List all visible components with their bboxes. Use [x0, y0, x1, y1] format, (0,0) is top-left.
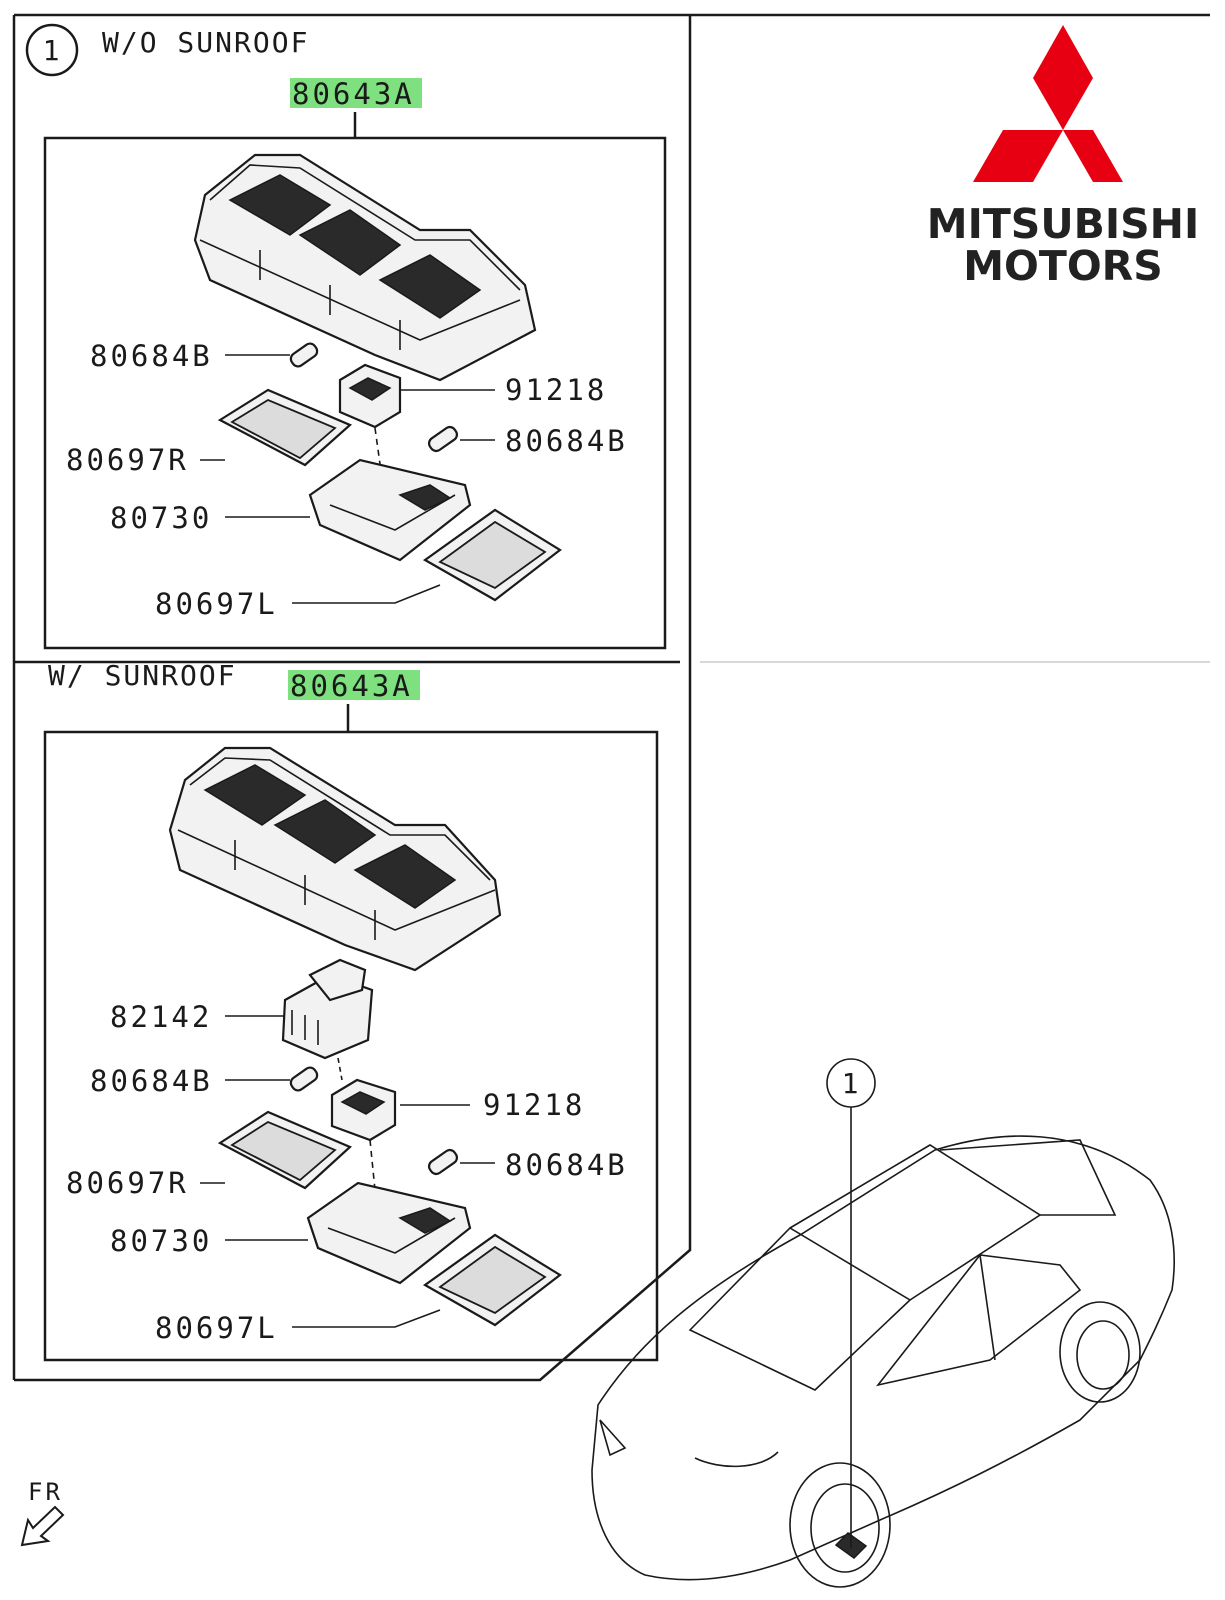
switch-drawing — [338, 363, 402, 501]
brand-line-1: MITSUBISHI — [927, 200, 1199, 248]
location-marker: 1 — [826, 1058, 876, 1108]
section-with-sunroof: W/ SUNROOF 80643A — [43, 659, 659, 1362]
assembly-highlight — [288, 670, 420, 700]
label-housing: 80730 — [110, 1224, 212, 1258]
direction-label: FR — [28, 1478, 63, 1506]
assembly-part-label: 80643A — [290, 669, 413, 703]
label-bulb-left: 80684B — [90, 1064, 213, 1098]
switch-drawing — [330, 1078, 397, 1221]
assembly-part-label: 80643A — [292, 77, 415, 111]
lens-right-drawing — [217, 388, 353, 467]
console-housing-drawing — [168, 746, 502, 972]
console-housing-drawing — [193, 153, 537, 382]
three-diamonds-icon — [973, 25, 1123, 182]
housing-drawing — [308, 458, 472, 562]
label-lens-left: 80697L — [155, 587, 278, 621]
label-bulb-left: 80684B — [90, 339, 213, 373]
label-lens-left: 80697L — [155, 1311, 278, 1345]
lens-left-drawing — [422, 508, 562, 602]
housing-drawing — [306, 1181, 472, 1285]
front-direction-indicator: FR — [20, 1478, 65, 1547]
svg-text:1: 1 — [842, 1067, 861, 1100]
lens-left-drawing — [422, 1233, 562, 1327]
label-switch: 91218 — [505, 373, 607, 407]
assembly-box — [43, 136, 667, 650]
label-housing: 80730 — [110, 501, 212, 535]
label-switch: 91218 — [483, 1088, 585, 1122]
bulb-right-drawing — [427, 425, 459, 453]
bulb-right-drawing — [427, 1148, 459, 1176]
bulb-left-drawing — [289, 342, 319, 368]
section-without-sunroof: 1 W/O SUNROOF 80643A — [25, 23, 667, 650]
label-lens-right: 80697R — [66, 1166, 189, 1200]
label-bulb-right: 80684B — [505, 424, 628, 458]
bulb-left-drawing — [289, 1066, 319, 1092]
brand-logo: MITSUBISHI MOTORS — [927, 25, 1199, 290]
label-lens-right: 80697R — [66, 443, 189, 477]
brand-line-2: MOTORS — [963, 242, 1163, 290]
label-bulb-right: 80684B — [505, 1148, 628, 1182]
sunroof-switch-drawing — [281, 958, 374, 1081]
svg-text:1: 1 — [43, 34, 62, 67]
lens-right-drawing — [217, 1110, 353, 1190]
label-sunroof-switch: 82142 — [110, 1000, 212, 1034]
section-title: W/ SUNROOF — [48, 659, 237, 692]
assembly-highlight — [290, 78, 422, 108]
section-title: W/O SUNROOF — [102, 26, 309, 59]
arrow-down-left-icon — [20, 1505, 65, 1547]
outer-frame — [12, 13, 1210, 1382]
assembly-box — [43, 730, 659, 1362]
vehicle-location-drawing — [591, 1106, 1175, 1588]
section-marker-1: 1 — [25, 23, 79, 77]
